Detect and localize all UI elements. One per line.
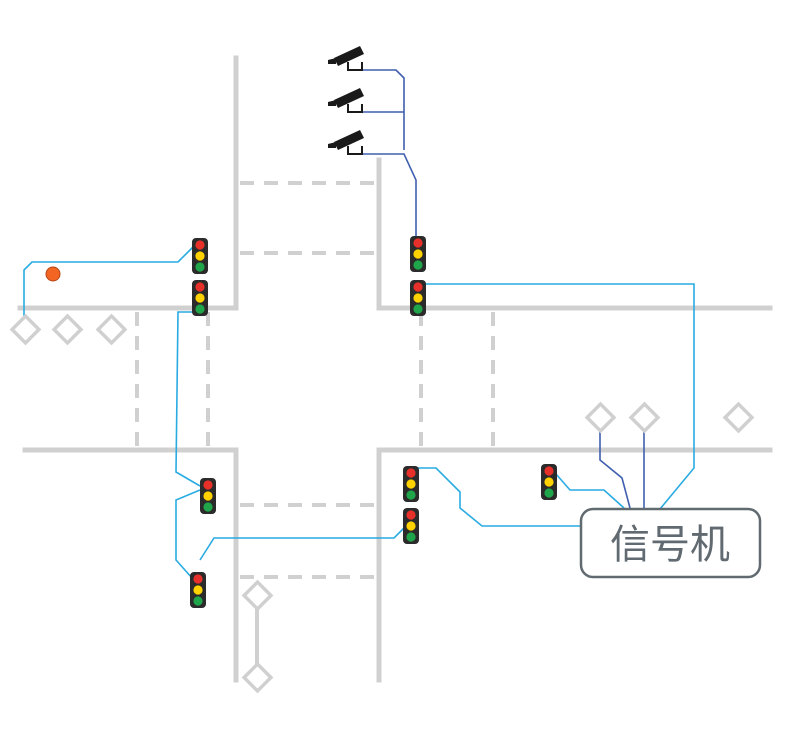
road-edges [17,55,773,683]
detectors [9,313,755,694]
traffic-signals [190,236,557,608]
signal-wiring [23,69,695,678]
loop-detector-diamond-icon [95,313,128,346]
traffic-light-icon [541,464,557,500]
loop-detector-diamond-icon [722,401,755,434]
orange-dot-icon [45,266,61,282]
signal-controller: 信号机 [579,507,762,579]
lane-markings [135,181,495,579]
traffic-light-icon [410,280,426,316]
loop-detector-diamond-icon [241,579,274,612]
cameras [328,46,364,155]
traffic-light-icon [403,466,419,502]
traffic-light-icon [190,572,206,608]
traffic-light-icon [192,238,208,274]
controller-box [579,507,762,579]
traffic-light-icon [200,478,216,514]
controller-label: 信号机 [610,522,730,568]
traffic-light-icon [192,280,208,316]
surveillance-camera-icon [328,130,364,155]
surveillance-camera-icon [328,46,364,71]
traffic-light-icon [403,508,419,544]
loop-detector-diamond-icon [9,313,42,346]
loop-detector-diamond-icon [584,401,617,434]
traffic-light-icon [410,236,426,272]
loop-detector-diamond-icon [51,313,84,346]
surveillance-camera-icon [328,88,364,113]
loop-detector-diamond-icon [241,661,274,694]
loop-detector-diamond-icon [628,401,661,434]
